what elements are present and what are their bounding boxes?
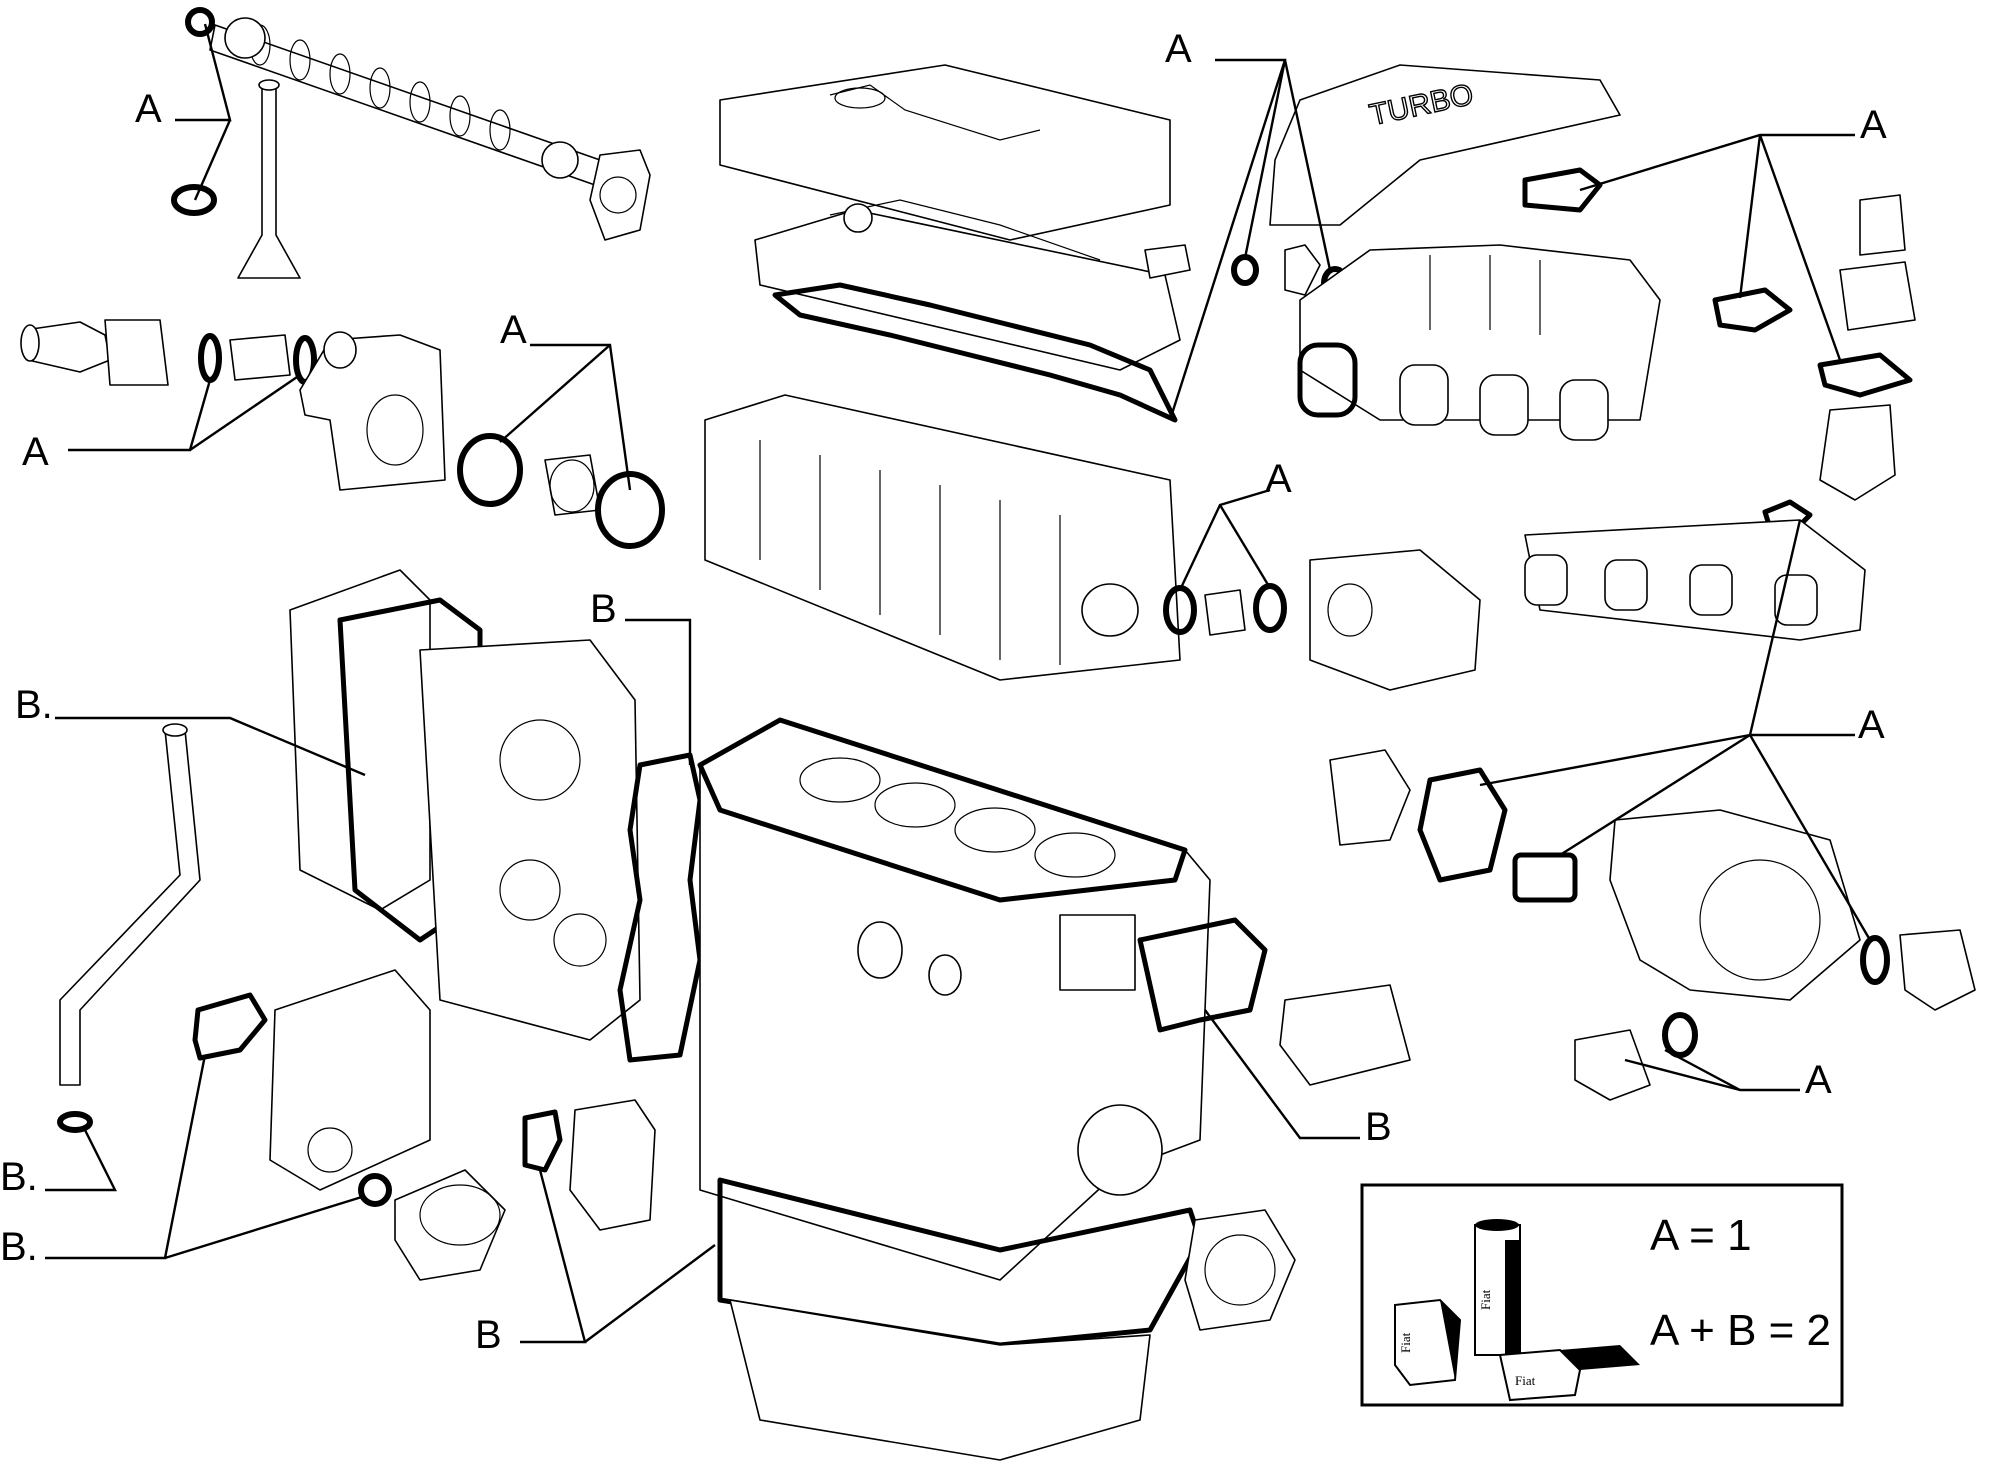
gasket-kit-icon: Fiat Fiat Fiat xyxy=(1394,1219,1640,1402)
callout-a-egr: A xyxy=(1860,103,1887,147)
timing-covers xyxy=(289,569,641,1041)
callout-b-dipstick-ring: B. xyxy=(0,1155,38,1199)
callout-a-camshaft-seals: A xyxy=(135,87,162,131)
cylinder-block xyxy=(697,717,1296,1461)
callout-leaders xyxy=(45,23,1872,1344)
callout-a-pump-seals: A xyxy=(500,308,527,352)
callout-b-rear-cover: B xyxy=(1365,1105,1392,1149)
legend-a-equals-1: A = 1 xyxy=(1650,1211,1752,1260)
front-gasket xyxy=(617,752,703,1063)
inlet-manifold xyxy=(1297,244,1661,441)
dipstick-tube xyxy=(57,723,201,1133)
thermostat-housing-left xyxy=(20,319,446,491)
egr-parts-right xyxy=(1522,167,1916,533)
rocker-cover xyxy=(754,199,1181,371)
water-pump-seals xyxy=(457,433,665,549)
callout-b-timing-gasket: B. xyxy=(15,683,53,727)
turbo-intake-pipe: TURBO xyxy=(1144,64,1621,300)
kit-box-left-brand: Fiat xyxy=(1398,1332,1413,1353)
callout-b-front-gasket: B xyxy=(590,587,617,631)
callout-a-turbocharger: A xyxy=(1858,703,1885,747)
oil-pump-group xyxy=(192,969,656,1281)
legend-box: Fiat Fiat Fiat A = 1 A + B = 2 xyxy=(1360,1183,1844,1407)
callout-b-oil-pump: B. xyxy=(0,1225,38,1269)
valve xyxy=(237,79,301,279)
thermostat-group xyxy=(1163,549,1481,691)
callout-labels: A A A A A A A A B B. B. B. B B xyxy=(0,27,1887,1357)
valve-cover xyxy=(719,64,1171,241)
callout-b-oil-pan: B xyxy=(475,1313,502,1357)
callout-a-turbo-outlet: A xyxy=(1805,1058,1832,1102)
kit-can-brand: Fiat xyxy=(1478,1289,1493,1310)
cylinder-head xyxy=(704,394,1181,681)
callout-a-thermostat: A xyxy=(1265,457,1292,501)
callout-a-thermostat-rings: A xyxy=(22,430,49,474)
camshaft-assembly xyxy=(171,7,651,241)
kit-box-right-brand: Fiat xyxy=(1515,1373,1536,1388)
callout-a-turbo-pipe: A xyxy=(1165,27,1192,71)
exhaust-manifold xyxy=(1524,519,1866,641)
turbocharger-group xyxy=(1279,749,1976,1101)
legend-a-plus-b-equals-2: A + B = 2 xyxy=(1650,1306,1831,1355)
rocker-cover-gasket xyxy=(772,282,1178,423)
